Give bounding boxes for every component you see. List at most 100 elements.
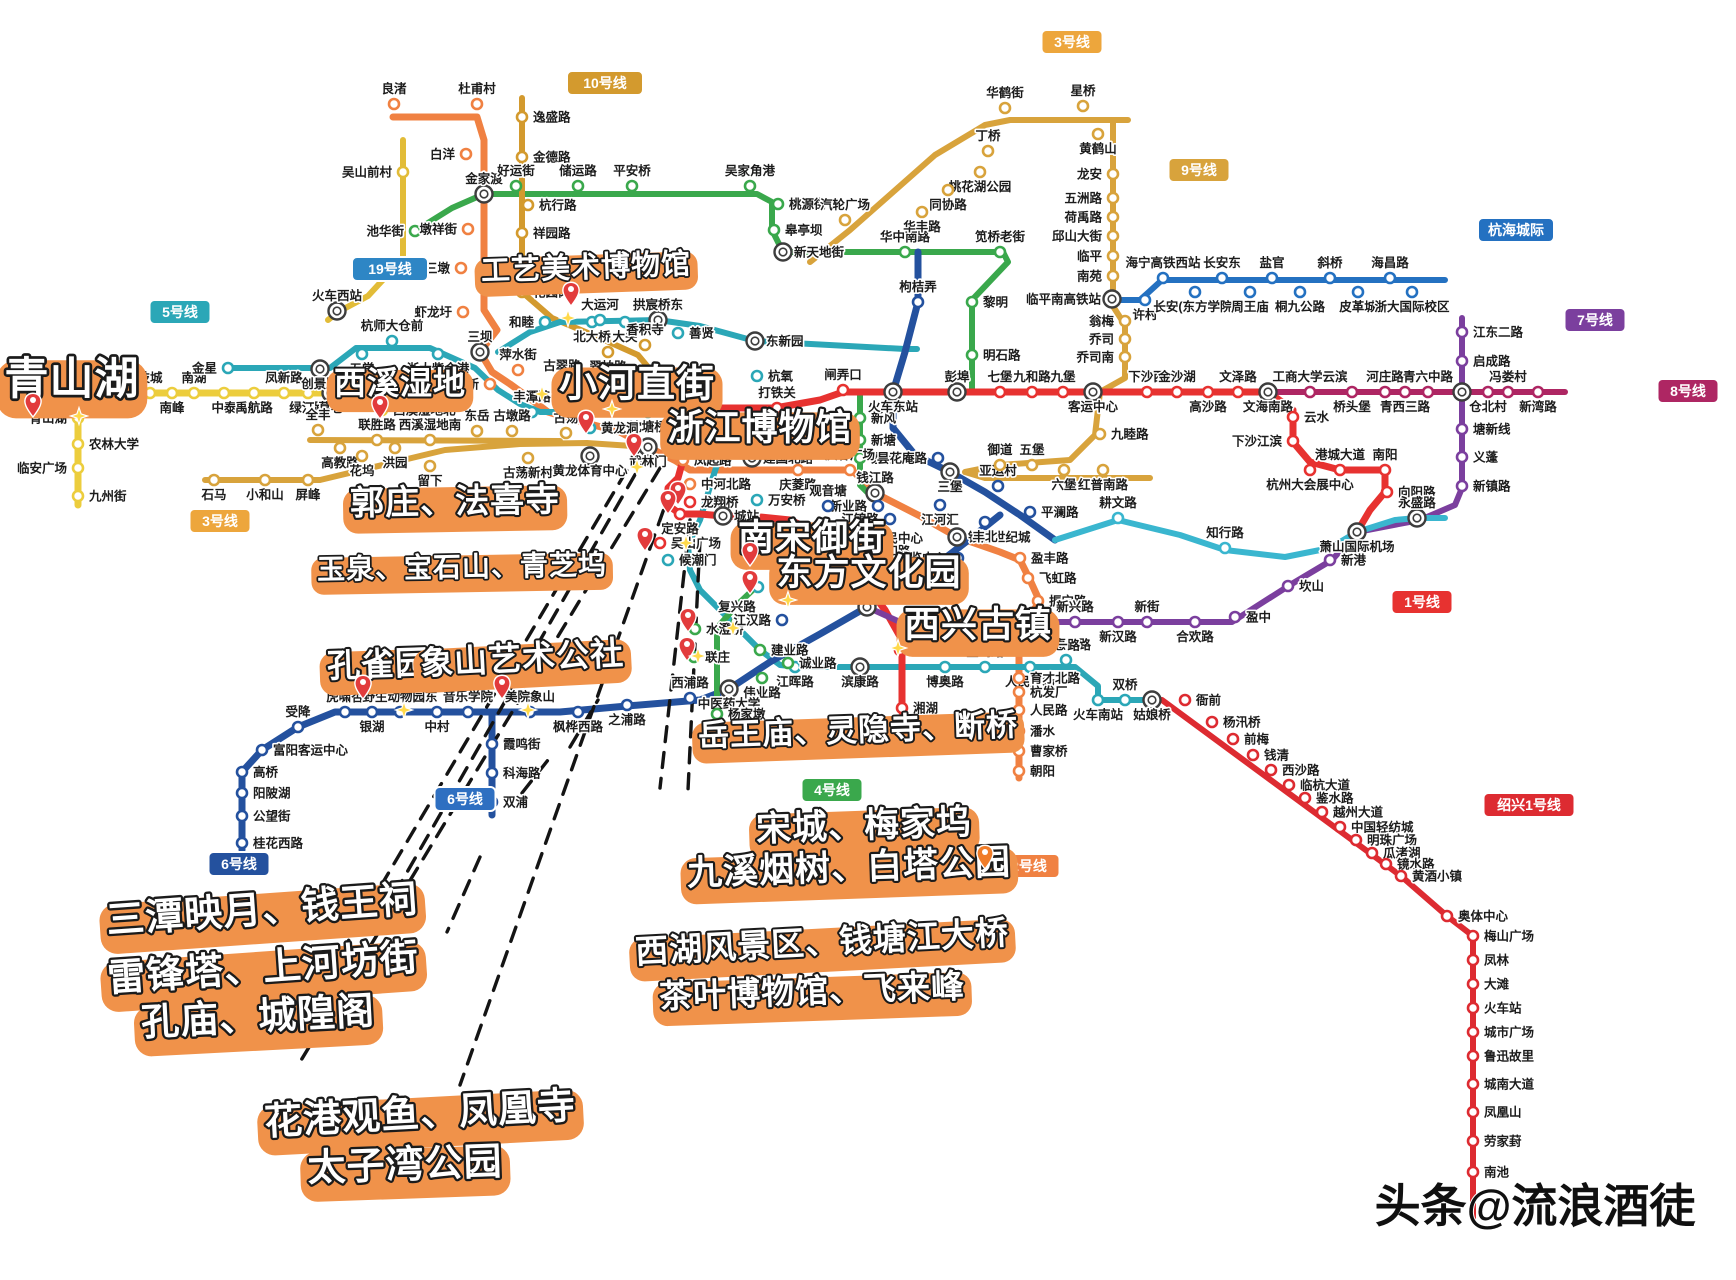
station-dot[interactable] (1333, 820, 1347, 834)
station-dot[interactable] (1111, 615, 1125, 629)
station-dot[interactable] (671, 326, 685, 340)
station-dot[interactable] (1481, 385, 1495, 399)
station-dot[interactable] (1466, 929, 1480, 943)
station-dot[interactable] (1383, 271, 1397, 285)
station-dot[interactable] (521, 198, 535, 212)
station-dot[interactable] (1466, 1025, 1480, 1039)
station-dot[interactable] (771, 197, 785, 211)
station-dot[interactable] (993, 245, 1007, 259)
station-dot[interactable] (1091, 693, 1105, 707)
interchange-station-dot[interactable] (327, 301, 347, 321)
station-dot[interactable] (217, 386, 231, 400)
annotation[interactable]: 宋城、梅家坞 (748, 800, 980, 861)
station-dot[interactable] (1466, 1049, 1480, 1063)
station-dot[interactable] (1315, 805, 1329, 819)
station-dot[interactable] (821, 499, 835, 513)
station-dot[interactable] (1323, 271, 1337, 285)
station-dot[interactable] (1178, 693, 1192, 707)
station-dot[interactable] (1228, 610, 1242, 624)
station-dot[interactable] (1215, 271, 1229, 285)
station-dot[interactable] (1201, 385, 1215, 399)
location-pin-icon[interactable] (636, 526, 654, 553)
station-dot[interactable] (1106, 269, 1120, 283)
interchange-station-dot[interactable] (474, 184, 494, 204)
station-dot[interactable] (538, 315, 552, 329)
station-dot[interactable] (1091, 127, 1105, 141)
station-dot[interactable] (1455, 325, 1469, 339)
station-dot[interactable] (638, 338, 652, 352)
station-dot[interactable] (1466, 953, 1480, 967)
station-dot[interactable] (673, 507, 687, 521)
station-dot[interactable] (1138, 293, 1152, 307)
station-dot[interactable] (843, 463, 857, 477)
station-dot[interactable] (1455, 354, 1469, 368)
annotation[interactable]: 东方文化园 (769, 549, 969, 605)
line-badge[interactable] (1482, 792, 1576, 818)
station-dot[interactable] (461, 705, 475, 719)
location-pin-icon[interactable] (24, 392, 42, 419)
station-dot[interactable] (387, 97, 401, 111)
line-badge[interactable] (800, 777, 864, 803)
station-dot[interactable] (1068, 615, 1082, 629)
station-dot[interactable] (1466, 1077, 1480, 1091)
station-dot[interactable] (1282, 778, 1296, 792)
station-dot[interactable] (1188, 615, 1202, 629)
station-dot[interactable] (511, 363, 525, 377)
station-dot[interactable] (1466, 1105, 1480, 1119)
station-dot[interactable] (1111, 511, 1125, 525)
annotation[interactable]: 青山湖 (0, 352, 148, 419)
station-dot[interactable] (853, 451, 867, 465)
interchange-station-dot[interactable] (713, 506, 733, 526)
station-dot[interactable] (931, 451, 945, 465)
line-badge[interactable] (1477, 217, 1555, 243)
station-dot[interactable] (515, 110, 529, 124)
station-dot[interactable] (301, 473, 315, 487)
station-dot[interactable] (1394, 869, 1408, 883)
interchange-station-dot[interactable] (1142, 690, 1162, 710)
station-dot[interactable] (1466, 977, 1480, 991)
station-dot[interactable] (1351, 285, 1365, 299)
station-dot[interactable] (911, 295, 925, 309)
station-dot[interactable] (601, 345, 615, 359)
station-dot[interactable] (485, 766, 499, 780)
station-dot[interactable] (781, 656, 795, 670)
station-dot[interactable] (365, 705, 379, 719)
station-dot[interactable] (571, 179, 585, 193)
station-dot[interactable] (165, 386, 179, 400)
station-dot[interactable] (1056, 385, 1070, 399)
line-badge[interactable] (207, 851, 271, 877)
station-dot[interactable] (301, 386, 315, 400)
station-dot[interactable] (755, 671, 769, 685)
station-dot[interactable] (915, 205, 929, 219)
station-dot[interactable] (753, 643, 767, 657)
station-dot[interactable] (1466, 1165, 1480, 1179)
interchange-station-dot[interactable] (1347, 522, 1367, 542)
interchange-station-dot[interactable] (883, 382, 903, 402)
interchange-station-dot[interactable] (947, 527, 967, 547)
station-dot[interactable] (1023, 660, 1037, 674)
station-dot[interactable] (1501, 385, 1515, 399)
interchange-station-dot[interactable] (648, 310, 668, 330)
station-dot[interactable] (1531, 385, 1545, 399)
station-dot[interactable] (618, 315, 632, 329)
station-dot[interactable] (1349, 833, 1363, 847)
annotation[interactable]: 太子湾公园 (299, 1138, 511, 1203)
station-dot[interactable] (791, 463, 805, 477)
annotation[interactable]: 花港观鱼、凤凰寺 (256, 1083, 584, 1156)
station-dot[interactable] (396, 165, 410, 179)
station-dot[interactable] (1345, 385, 1359, 399)
station-dot[interactable] (938, 660, 952, 674)
station-dot[interactable] (255, 743, 269, 757)
station-dot[interactable] (525, 405, 539, 419)
station-dot[interactable] (235, 836, 249, 850)
station-dot[interactable] (836, 383, 850, 397)
station-dot[interactable] (1226, 732, 1240, 746)
interchange-station-dot[interactable] (850, 657, 870, 677)
station-dot[interactable] (1333, 463, 1347, 477)
station-dot[interactable] (965, 295, 979, 309)
station-dot[interactable] (277, 386, 291, 400)
location-pin-icon[interactable] (741, 569, 759, 596)
station-dot[interactable] (683, 495, 697, 509)
location-pin-icon[interactable] (679, 607, 697, 634)
station-dot[interactable] (1188, 285, 1202, 299)
